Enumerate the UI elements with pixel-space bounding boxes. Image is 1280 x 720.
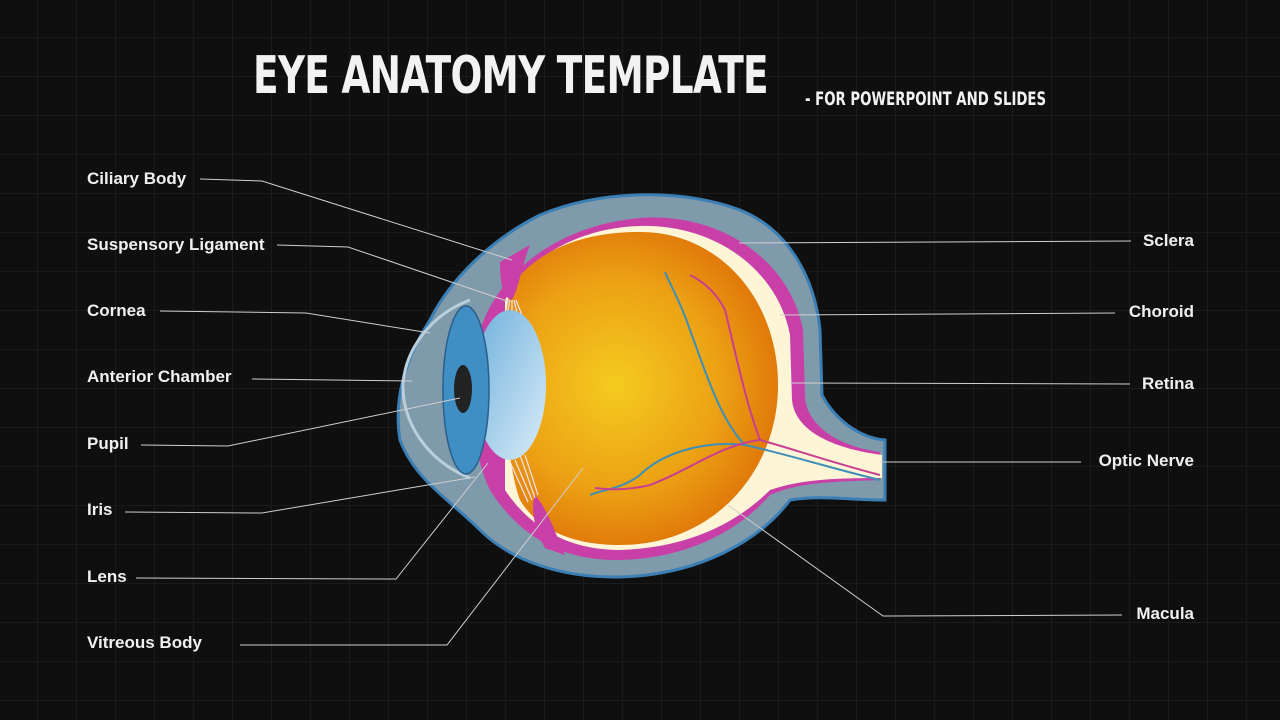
page-subtitle: - FOR POWERPOINT AND SLIDES <box>805 88 1047 110</box>
label-cornea: Cornea <box>87 301 146 320</box>
label-iris: Iris <box>87 500 113 519</box>
ciliary-body-bottom <box>533 495 565 555</box>
label-pupil: Pupil <box>87 434 129 453</box>
label-lens: Lens <box>87 567 127 586</box>
page-title: EYE ANATOMY TEMPLATE <box>253 46 769 106</box>
lens-shape <box>474 310 546 460</box>
leader-lines <box>124 178 1132 646</box>
label-anterior-chamber: Anterior Chamber <box>87 367 232 386</box>
blood-vessels <box>589 271 881 496</box>
pupil-shape <box>454 365 472 413</box>
label-ciliary-body: Ciliary Body <box>87 169 187 188</box>
label-sclera: Sclera <box>1142 231 1194 250</box>
label-retina: Retina <box>1142 374 1194 393</box>
vitreous-body-shape <box>503 232 778 545</box>
label-optic-nerve: Optic Nerve <box>1098 451 1194 470</box>
label-choroid: Choroid <box>1128 302 1194 321</box>
label-macula: Macula <box>1136 604 1194 623</box>
cornea-shape <box>401 298 471 480</box>
label-suspensory-ligament: Suspensory Ligament <box>87 235 265 254</box>
label-vitreous-body: Vitreous Body <box>87 633 202 652</box>
